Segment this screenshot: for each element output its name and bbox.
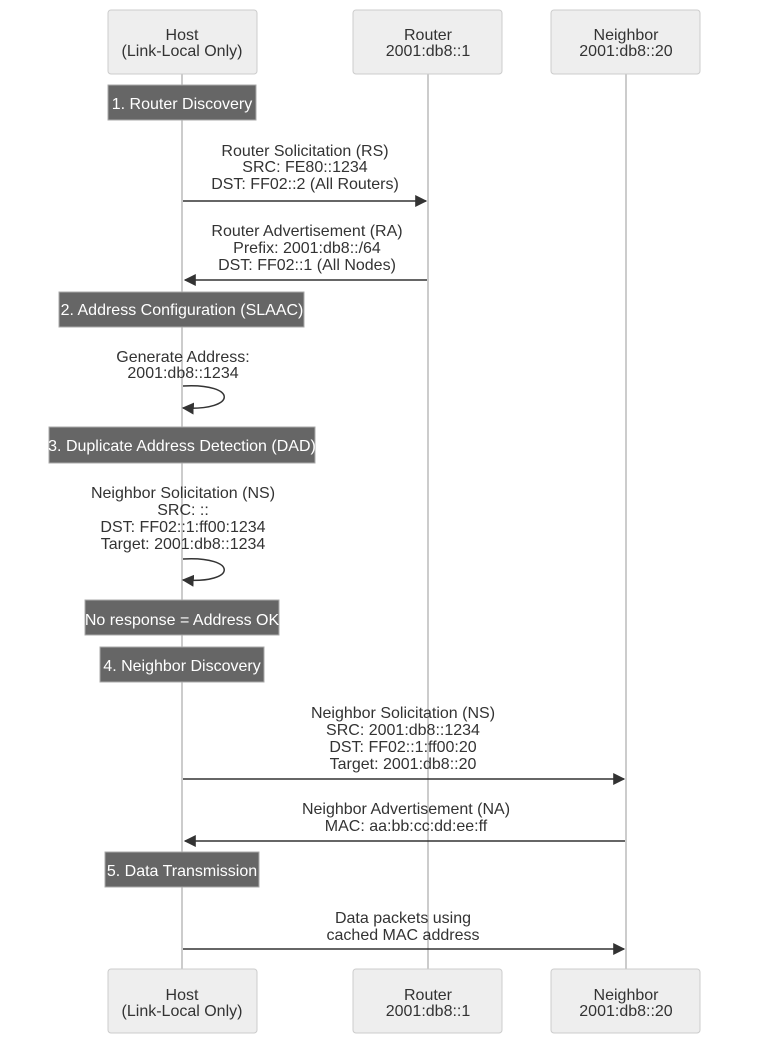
- note-data-transmission-text: 5. Data Transmission: [107, 863, 257, 880]
- note-dad-text: 3. Duplicate Address Detection (DAD): [48, 438, 316, 455]
- message-ns-line-4: Target: 2001:db8::20: [330, 756, 477, 773]
- actor-router-top: Router 2001:db8::1: [352, 9, 503, 75]
- actor-router-name: Router: [404, 27, 453, 44]
- message-ns-line-2: SRC: 2001:db8::1234: [326, 722, 480, 739]
- message-router-advertisement: Router Advertisement (RA) Prefix: 2001:d…: [183, 223, 427, 286]
- message-generate-line-2: 2001:db8::1234: [127, 365, 238, 382]
- note-dad: 3. Duplicate Address Detection (DAD): [48, 426, 316, 464]
- note-address-ok-text: No response = Address OK: [85, 612, 280, 629]
- message-dad-ns-loop-arrow: [181, 558, 225, 587]
- message-data-packets: Data packets using cached MAC address: [183, 910, 626, 955]
- actor-router-bottom-detail: 2001:db8::1: [386, 1003, 471, 1020]
- message-neighbor-solicitation: Neighbor Solicitation (NS) SRC: 2001:db8…: [183, 705, 626, 785]
- message-rs-line-3: DST: FF02::2 (All Routers): [211, 176, 399, 193]
- actor-router-detail: 2001:db8::1: [386, 43, 471, 60]
- note-address-configuration-text: 2. Address Configuration (SLAAC): [61, 302, 304, 319]
- actor-host-bottom-name: Host: [166, 987, 199, 1004]
- note-router-discovery-text: 1. Router Discovery: [112, 96, 253, 113]
- note-neighbor-discovery-text: 4. Neighbor Discovery: [103, 658, 260, 675]
- message-generate-address: Generate Address: 2001:db8::1234: [116, 349, 250, 415]
- message-generate-line-1: Generate Address:: [116, 349, 249, 366]
- note-router-discovery: 1. Router Discovery: [107, 84, 257, 121]
- message-rs-line-1: Router Solicitation (RS): [221, 143, 388, 160]
- message-ra-line-1: Router Advertisement (RA): [211, 223, 402, 240]
- message-dad-ns-line-3: DST: FF02::1:ff00:1234: [100, 519, 265, 536]
- message-dad-ns-line-4: Target: 2001:db8::1234: [101, 536, 266, 553]
- note-address-ok: No response = Address OK: [84, 599, 280, 636]
- message-ns-line-1: Neighbor Solicitation (NS): [311, 705, 495, 722]
- message-rs-line-2: SRC: FE80::1234: [242, 159, 368, 176]
- note-data-transmission: 5. Data Transmission: [104, 851, 260, 888]
- message-neighbor-advertisement: Neighbor Advertisement (NA) MAC: aa:bb:c…: [183, 801, 625, 847]
- actor-host-bottom: Host (Link-Local Only): [107, 968, 258, 1034]
- message-na-line-1: Neighbor Advertisement (NA): [302, 801, 510, 818]
- actor-host-bottom-detail: (Link-Local Only): [122, 1003, 243, 1020]
- actor-neighbor-bottom: Neighbor 2001:db8::20: [550, 968, 701, 1034]
- message-data-line-2: cached MAC address: [327, 927, 480, 944]
- actor-router-bottom-name: Router: [404, 987, 453, 1004]
- actor-router-bottom: Router 2001:db8::1: [352, 968, 503, 1034]
- message-dad-neighbor-solicitation: Neighbor Solicitation (NS) SRC: :: DST: …: [91, 485, 275, 587]
- message-data-line-1: Data packets using: [335, 910, 471, 927]
- message-router-solicitation: Router Solicitation (RS) SRC: FE80::1234…: [183, 143, 428, 207]
- actor-host-detail: (Link-Local Only): [122, 43, 243, 60]
- message-ra-line-2: Prefix: 2001:db8::/64: [233, 240, 381, 257]
- message-ns-line-3: DST: FF02::1:ff00:20: [329, 739, 476, 756]
- actor-host-name: Host: [166, 27, 199, 44]
- actor-neighbor-bottom-detail: 2001:db8::20: [579, 1003, 673, 1020]
- message-ra-line-3: DST: FF02::1 (All Nodes): [218, 257, 396, 274]
- message-na-line-2: MAC: aa:bb:cc:dd:ee:ff: [325, 818, 488, 835]
- actor-host-top: Host (Link-Local Only): [107, 9, 258, 75]
- message-dad-ns-line-1: Neighbor Solicitation (NS): [91, 485, 275, 502]
- note-address-configuration: 2. Address Configuration (SLAAC): [58, 291, 305, 328]
- message-generate-loop-arrow: [181, 385, 225, 415]
- actor-neighbor-name: Neighbor: [594, 27, 660, 44]
- actor-neighbor-detail: 2001:db8::20: [579, 43, 673, 60]
- message-dad-ns-line-2: SRC: ::: [157, 502, 209, 519]
- note-neighbor-discovery: 4. Neighbor Discovery: [99, 646, 265, 683]
- actor-neighbor-bottom-name: Neighbor: [594, 987, 660, 1004]
- actor-neighbor-top: Neighbor 2001:db8::20: [550, 9, 701, 75]
